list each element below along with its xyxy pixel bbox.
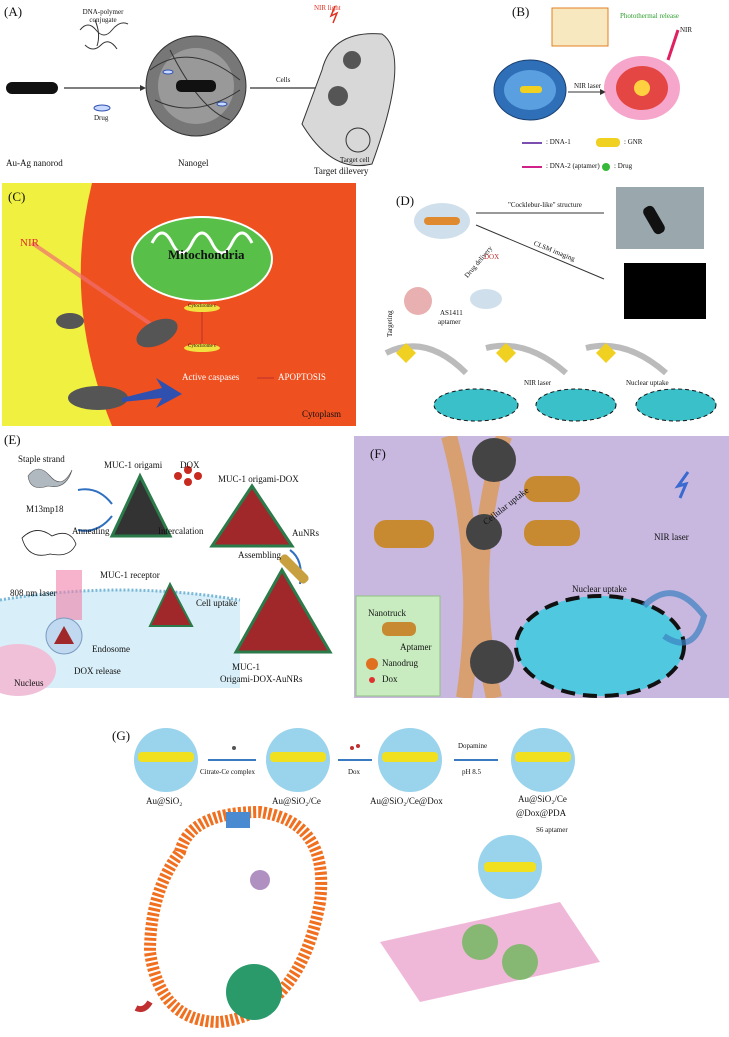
panel-label: (C) [8,189,26,204]
panel-label: (F) [370,446,386,461]
panel-e: (E) Staple strand M13mp18 Annealing MUC-… [0,430,350,696]
legend-dna2: : DNA-2 (aptamer) [546,162,600,170]
nuclear-uptake-label: Nuclear uptake [572,584,627,594]
m13mp18-label: M13mp18 [26,504,64,514]
nir-laser-label: NIR laser [654,532,689,542]
panel-c: (C) NIR Mitochondria Cytochrome c Cytoch… [2,183,356,426]
nir-laser-label: NIR laser [574,82,602,90]
ph-label: pH 8.5 [462,768,482,776]
staple-strand-label: Staple strand [18,454,65,464]
808-laser-label: 808 nm laser [10,588,57,598]
dox-release-label: DOX release [74,666,121,676]
dox-label: Dox [348,768,361,776]
panel-a-graphic [6,5,396,167]
panel-d: (D) "Cocklebur-like" structure CLSM imag… [376,183,729,426]
muc1-origami-dox-label: MUC-1 origami-DOX [218,474,299,484]
panel-d-graphic [384,187,717,422]
dox-label: Dox [382,674,398,684]
drug-label: Drug [94,114,109,122]
panel-label: (A) [4,4,23,19]
panel-b-graphic [493,7,680,171]
muc1-origami-label: MUC-1 origami [104,460,163,470]
assembling-label: Assembling [238,550,282,560]
final-product-label-1: MUC-1 [232,662,261,672]
product-4-label-2: @Dox@PDA [516,808,567,818]
panel-f: (F) Cellular uptake NIR laser Nuclear up… [354,436,729,698]
cells-label: Cells [276,76,291,84]
as1411-label: AS1411 [440,309,463,317]
muc1-receptor-label: MUC-1 receptor [100,570,160,580]
au-ag-nanorod-label: Au-Ag nanorod [6,158,63,168]
cocklebur-label: "Cocklebur-like" structure [508,201,582,209]
aunrs-label: AuNRs [292,528,320,538]
product-1-label: Au@SiO₂ [146,796,183,806]
dox-label: DOX [180,460,200,470]
panel-label: (D) [396,193,415,208]
panel-g: (G) Citrate-Ce complex Dox Dopamine pH 8 [0,712,729,1037]
cytoplasm-label: Cytoplasm [302,409,342,419]
panel-label: (E) [4,432,21,447]
nir-laser-label: NIR laser [524,379,552,387]
legend-drug: : Drug [614,162,633,170]
nir-light-label: NIR light [314,4,341,12]
active-caspases-label: Active caspases [182,372,240,382]
product-2-label: Au@SiO₂/Ce [272,796,321,806]
panel-f-graphic [355,436,708,698]
cytochrome-c-label-1: Cytochrome c [188,304,217,309]
target-cell-label: Target cell [340,156,370,164]
panel-label: (B) [512,4,530,19]
photothermal-release-label: Photothermal release [620,12,679,20]
product-3-label: Au@SiO₂/Ce@Dox [370,796,443,806]
nir-label: NIR [680,26,693,34]
citrate-ce-label: Citrate-Ce complex [200,768,256,776]
aptamer-label: Aptamer [400,642,432,652]
mitochondria-label: Mitochondria [168,247,245,262]
nanodrug-label: Nanodrug [382,658,418,668]
panel-c-graphic [30,183,356,426]
panel-e-graphic [0,466,333,696]
nucleus-label: Nucleus [14,678,44,688]
product-4-label-1: Au@SiO₂/Ce [518,794,567,804]
legend-dna1: : DNA-1 [546,138,571,146]
intercalation-label: Intercalation [158,526,204,536]
final-product-label-2: Origami-DOX-AuNRs [220,674,303,684]
nanotruck-label: Nanotruck [368,608,406,618]
nir-label: NIR [20,237,39,249]
target-delivery-label: Target dilevery [314,166,369,176]
panel-g-graphic [134,728,600,1029]
panel-b: (B) Photothermal release NIR NIR laser :… [492,0,729,180]
dox-label: DOX [484,253,500,261]
cell-uptake-label: Cell uptake [196,598,238,608]
dopamine-label: Dopamine [458,742,488,750]
legend-gnr: : GNR [624,138,643,146]
endosome-label: Endosome [92,644,130,654]
s6-aptamer-label: S6 aptamer [536,826,568,834]
targeting-label: Targeting [386,310,394,337]
cytochrome-c-label-2: Cytochrome c [188,344,217,349]
annealing-label: Annealing [72,526,110,536]
apoptosis-label: APOPTOSIS [278,372,326,382]
aptamer-label: aptamer [438,318,461,326]
nanogel-label: Nanogel [178,158,209,168]
panel-label: (G) [112,728,131,743]
panel-a: (A) DNA-polymer conjugate Drug Cells NIR… [0,0,396,180]
nuclear-uptake-label: Nuclear uptake [626,379,669,387]
dna-polymer-label: DNA-polymer conjugate [82,8,124,24]
